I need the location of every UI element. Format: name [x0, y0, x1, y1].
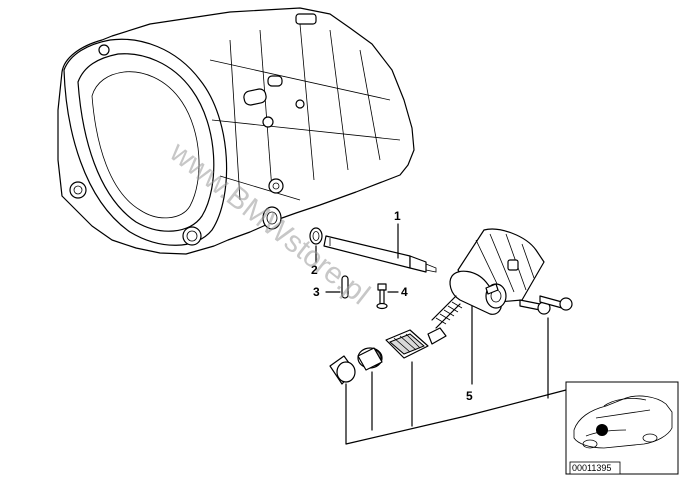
callout-1: 1 [394, 209, 401, 223]
callout-3: 3 [313, 285, 320, 299]
dust-cap [357, 347, 383, 371]
guide-sleeve [385, 327, 447, 359]
slave-cylinder-assembly [431, 228, 573, 329]
reference-code: 00011395 [572, 463, 611, 473]
vehicle-locator: 00011395 [565, 381, 679, 475]
dowel-pin-part-3 [341, 275, 349, 299]
car-outline [573, 395, 673, 449]
screw-part-4 [376, 283, 388, 310]
callout-4: 4 [401, 285, 408, 299]
callout-2: 2 [311, 263, 318, 277]
transmission-housing [57, 7, 415, 255]
leader-lines [315, 223, 567, 445]
plug-cap [329, 355, 356, 385]
o-ring-part-2 [309, 227, 323, 245]
location-marker [596, 424, 608, 436]
pipe-part-1 [323, 235, 437, 273]
callout-5: 5 [466, 389, 473, 403]
